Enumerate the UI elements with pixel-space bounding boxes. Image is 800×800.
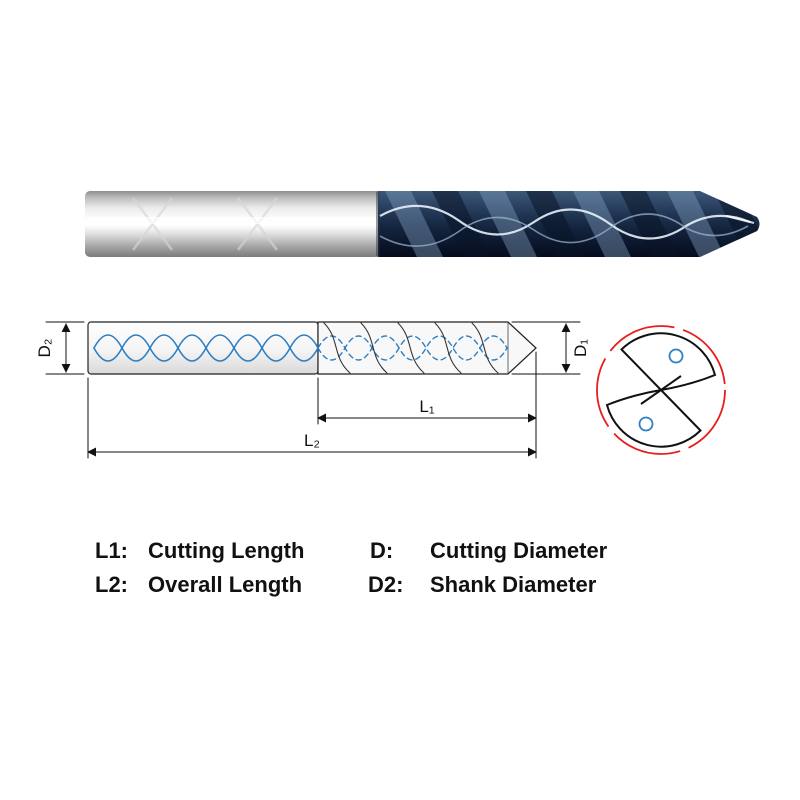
legend-d2-value: Shank Diameter	[430, 572, 597, 597]
d2-label: D₂	[35, 339, 54, 358]
l1-label: L₁	[419, 397, 434, 416]
drill-photo	[85, 191, 760, 257]
drawing-flutes	[317, 321, 537, 375]
coolant-channels-flutes	[317, 335, 508, 361]
shank-flute-seam	[376, 191, 380, 257]
coolant-hole-top	[668, 348, 684, 364]
legend-d-value: Cutting Diameter	[430, 538, 608, 563]
legend-d2-key: D2:	[368, 572, 403, 597]
d1-label: D₁	[571, 339, 590, 357]
shank-highlight	[85, 217, 380, 224]
dimension-d1	[511, 321, 581, 375]
cutting-diameter-circle	[596, 325, 726, 455]
legend-l2-value: Overall Length	[148, 572, 302, 597]
chisel-edge	[640, 375, 682, 405]
l2-label: L₂	[304, 431, 320, 450]
flute-lobe-bottom	[605, 388, 702, 448]
dimension-l1	[317, 351, 537, 459]
legend: L1: Cutting Length D: Cutting Diameter L…	[95, 538, 608, 597]
end-view	[596, 325, 726, 455]
dimension-l2	[87, 377, 537, 459]
coolant-channels-shank	[93, 334, 319, 362]
legend-d-key: D:	[370, 538, 393, 563]
legend-l1-key: L1:	[95, 538, 128, 563]
legend-l1-value: Cutting Length	[148, 538, 304, 563]
flute-helix-shading	[379, 191, 760, 257]
coolant-hole-bottom	[638, 416, 654, 432]
legend-l2-key: L2:	[95, 572, 128, 597]
flute-lobe-top	[620, 332, 717, 392]
technical-drawing: D₂ D₁ L₁ L₂	[35, 321, 590, 459]
flute-edges	[323, 322, 499, 374]
dimension-d2	[45, 321, 85, 375]
